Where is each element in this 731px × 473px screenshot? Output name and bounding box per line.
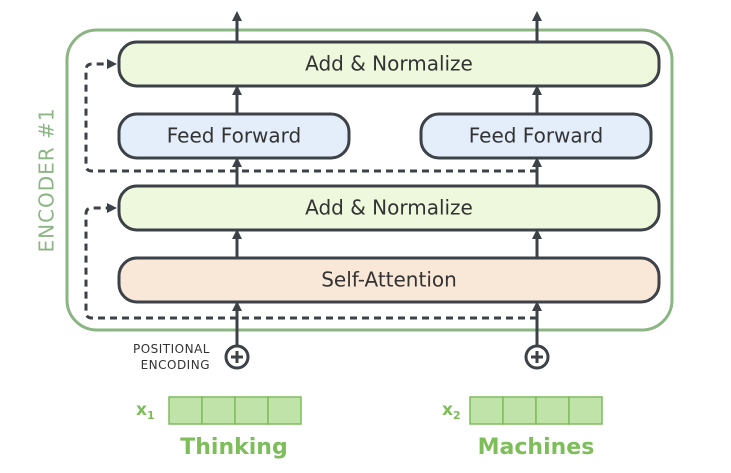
residual-connection-upper: [84, 59, 537, 173]
add-normalize-bottom-label: Add & Normalize: [305, 196, 473, 220]
input-2-vector-cell: [469, 396, 504, 425]
input-1-vector-cell: [267, 396, 302, 425]
input-2-vector: [469, 396, 603, 425]
positional-encoding-plus-icon-left: [224, 344, 250, 370]
encoder-label: ENCODER #1: [35, 107, 59, 252]
input-2-vector-cell: [502, 396, 537, 425]
input-2-vector-cell: [568, 396, 603, 425]
residual-connection-lower: [84, 203, 537, 320]
input-1-x: x: [136, 400, 147, 420]
self-attention-label: Self-Attention: [321, 268, 457, 292]
add-normalize-bottom-box: [117, 184, 661, 232]
input-1-vector-cell: [168, 396, 203, 425]
input-1-symbol: x1: [136, 400, 155, 422]
input-1-vector-cell: [234, 396, 269, 425]
positional-encoding-plus-icon-right: [524, 344, 550, 370]
input-2-symbol: x2: [442, 400, 461, 422]
self-attention-box: [117, 256, 661, 304]
add-normalize-top-box: [117, 40, 661, 88]
feed-forward-right-label: Feed Forward: [469, 124, 604, 148]
input-1-vector-cell: [201, 396, 236, 425]
input-2-x: x: [442, 400, 453, 420]
input-2-subscript: 2: [453, 409, 461, 422]
positional-encoding-label-line1: POSITIONAL: [133, 342, 210, 356]
positional-encoding-label-line2: ENCODING: [141, 358, 210, 372]
input-1-subscript: 1: [147, 409, 155, 422]
encoder-frame: [65, 28, 674, 332]
input-1-vector: [168, 396, 302, 425]
feed-forward-left-label: Feed Forward: [167, 124, 302, 148]
input-1-word: Thinking: [180, 435, 287, 460]
input-2-word: Machines: [478, 435, 595, 460]
input-2-vector-cell: [535, 396, 570, 425]
add-normalize-top-label: Add & Normalize: [305, 52, 473, 76]
